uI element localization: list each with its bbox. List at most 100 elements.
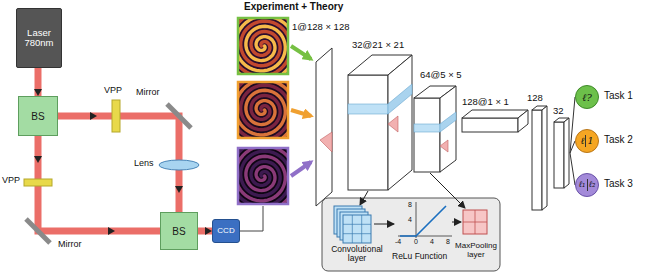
node-text: ℓ₁ [579, 180, 586, 189]
label-text: Lens [134, 159, 154, 169]
output-line [570, 153, 575, 185]
node-content: ℓ? [582, 92, 592, 103]
cube-face [462, 118, 518, 132]
kernel-window [320, 132, 332, 152]
cube-face [462, 110, 528, 118]
dense-layer [564, 118, 569, 188]
label-text: Task 3 [604, 178, 633, 189]
label-text: 4 [408, 216, 412, 224]
input-arrow [291, 46, 311, 59]
label-text: Task 1 [604, 90, 633, 101]
laser-box: Laser 780nm [16, 8, 62, 68]
mirror [26, 219, 50, 243]
input-plane [316, 48, 332, 206]
spiral-arm [238, 18, 288, 74]
node-text: ℓ [580, 136, 584, 146]
spiral-arm [238, 148, 288, 204]
label-text: 128 [527, 93, 543, 103]
kernel-window [388, 116, 398, 132]
spiral-image [238, 18, 288, 74]
label-text: 32@21 × 21 [352, 40, 404, 50]
label-text: VPP [2, 176, 20, 186]
laser-beam [35, 68, 42, 96]
feature-slice [348, 104, 388, 114]
conv-icon [343, 215, 371, 243]
task-circle: ℓ₁ℓ₂ [575, 173, 599, 197]
cube-face [440, 86, 456, 172]
spiral-arm [238, 82, 288, 138]
beam-direction [90, 112, 97, 120]
beam-direction [175, 186, 183, 193]
lens [159, 160, 199, 170]
label-text: ReLu Function [392, 252, 447, 261]
step-arrow [452, 222, 461, 223]
leader-arrow [430, 173, 465, 208]
arrow-head [34, 89, 42, 96]
separator [585, 135, 586, 147]
maxpool-icon [463, 210, 487, 234]
node-text: BS [31, 111, 44, 122]
kernel-window [440, 140, 448, 152]
dense-layer [542, 106, 547, 210]
image-frame [238, 148, 288, 204]
output-line [570, 97, 575, 153]
image-frame [238, 82, 288, 138]
label-text: 8 [408, 201, 412, 209]
task-circle: ℓ1 [575, 129, 599, 153]
label-text: Mirror [58, 240, 82, 250]
spiral-images [226, 11, 301, 211]
cube-face [414, 98, 440, 172]
camera-box: CCD [212, 219, 240, 243]
conv-grid [343, 215, 371, 243]
label-text: Convolutional layer [326, 245, 388, 264]
spiral-image [238, 148, 288, 204]
dense-layer [554, 122, 564, 188]
node-content: Laser 780nm [17, 28, 61, 49]
beam-connector [198, 227, 212, 235]
label-text: Mirror [136, 88, 160, 98]
input-arrow [291, 162, 311, 176]
maxpool-grid [463, 210, 487, 234]
label-text: 128@1 × 1 [462, 97, 509, 107]
spiral-image [238, 82, 288, 138]
dense-layer [532, 110, 542, 210]
label-text: 4 [430, 238, 434, 246]
node-text: CCD [217, 227, 234, 236]
vortex-phase-plate [24, 179, 52, 186]
node-text: BS [172, 226, 185, 237]
beam-splitter: BS [18, 96, 58, 136]
mirror [167, 104, 191, 128]
label-text: 32 [553, 106, 564, 116]
beam-direction [108, 227, 115, 235]
node-text: Laser 780nm [17, 28, 61, 49]
separator [587, 179, 588, 191]
beam-splitter: BS [160, 212, 198, 250]
feature-slice [440, 112, 456, 132]
label-text: -4 [395, 238, 401, 246]
arrow-head [205, 227, 212, 235]
cube-face [348, 75, 388, 190]
node-content: BS [31, 111, 44, 122]
node-content: CCD [217, 227, 234, 236]
label-text: 1@128 × 128 [292, 22, 349, 32]
vortex-phase-plate [112, 100, 120, 132]
label-text: Task 2 [604, 134, 633, 145]
node-content: ℓ₁ℓ₂ [579, 179, 596, 191]
node-text: ℓ? [582, 92, 592, 103]
cube-face [388, 55, 412, 190]
feature-slice [388, 84, 412, 114]
feature-slice [414, 124, 440, 132]
node-content: ℓ1 [580, 135, 593, 147]
image-frame [238, 18, 288, 74]
beam-connector [34, 68, 42, 96]
node-text: 1 [587, 136, 593, 146]
camera-link [240, 206, 263, 231]
plot-axis [416, 202, 417, 238]
laser-beam [38, 136, 160, 231]
task-circle: ℓ? [575, 85, 599, 109]
beam-direction [34, 156, 42, 163]
label-text: 8 [446, 238, 450, 246]
inset-panel [322, 198, 500, 271]
